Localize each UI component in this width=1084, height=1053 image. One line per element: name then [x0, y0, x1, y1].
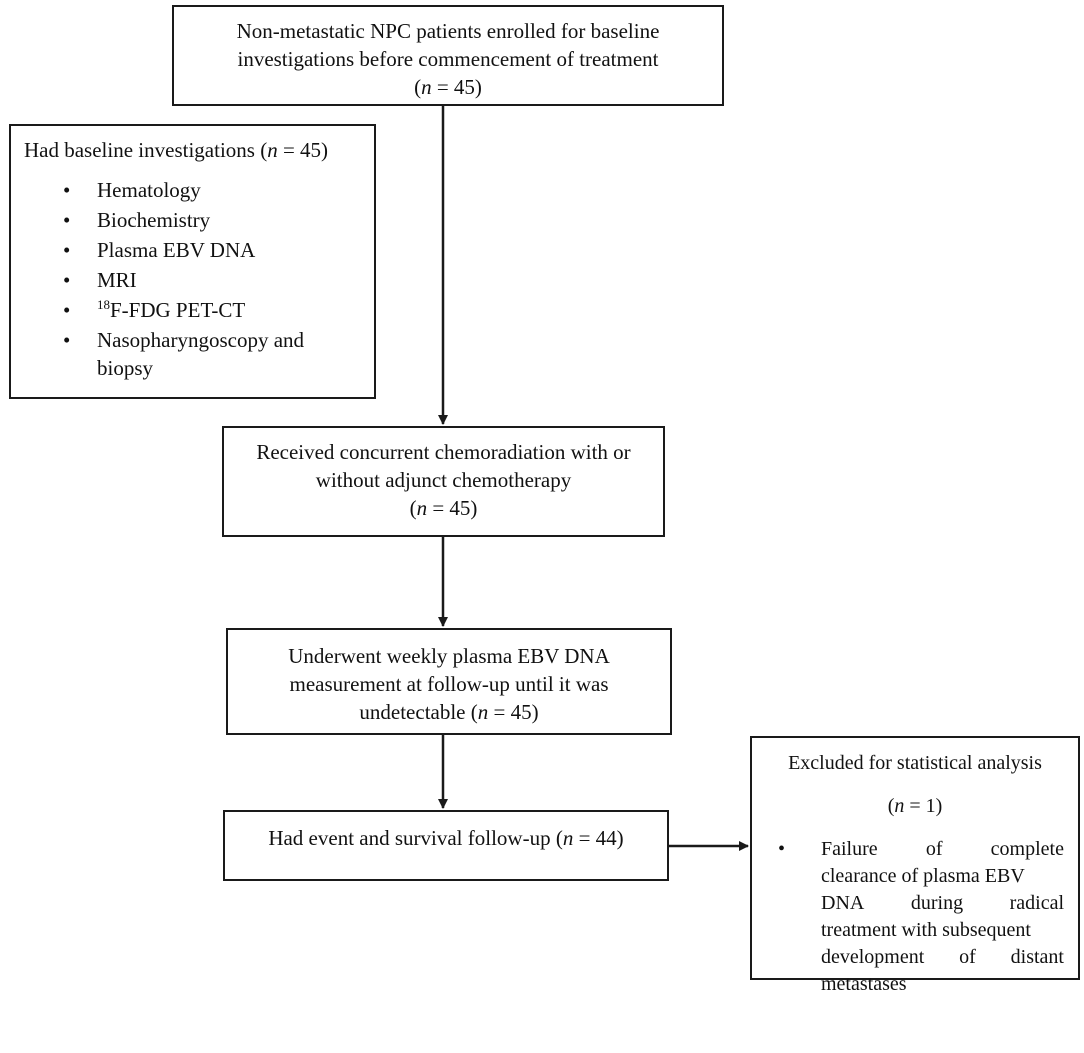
weekly-line-2: measurement at follow-up until it was [289, 672, 609, 696]
excluded-box: Excluded for statistical analysis (n = 1… [750, 736, 1080, 995]
chemo-line-1: Received concurrent chemoradiation with … [256, 440, 631, 464]
enrollment-line-1: Non-metastatic NPC patients enrolled for… [236, 19, 660, 43]
bullet-icon: • [63, 238, 71, 262]
bullet-icon: • [63, 178, 71, 202]
follow-up-text: Had event and survival follow-up (n = 44… [268, 826, 624, 850]
reason-line: metastases [821, 973, 907, 995]
chemo-count: (n = 45) [409, 496, 478, 520]
baseline-title: Had baseline investigations (n = 45) [24, 138, 329, 162]
enrollment-box: Non-metastatic NPC patients enrolled for… [172, 5, 724, 106]
baseline-list: •Hematology •Biochemistry •Plasma EBV DN… [24, 176, 374, 382]
chemoradiation-box: Received concurrent chemoradiation with … [222, 426, 665, 537]
bullet-icon: • [63, 268, 71, 292]
excluded-count: (n = 1) [887, 795, 943, 817]
list-item: •18F-FDG PET-CT [63, 297, 246, 322]
list-item: •Plasma EBV DNA [63, 238, 256, 262]
bullet-icon: • [63, 208, 71, 232]
weekly-line-1: Underwent weekly plasma EBV DNA [288, 644, 610, 668]
enrollment-count: (n = 45) [414, 75, 482, 99]
list-item: •Hematology [63, 178, 201, 202]
bullet-icon: • [63, 328, 71, 352]
bullet-icon: • [63, 298, 71, 322]
enrollment-line-2: investigations before commencement of tr… [237, 47, 659, 71]
reason-line: clearance of plasma EBV [821, 865, 1025, 887]
list-item: •Biochemistry [63, 208, 211, 232]
chemo-line-2: without adjunct chemotherapy [315, 468, 572, 492]
reason-line: treatment with subsequent [821, 919, 1031, 941]
follow-up-box: Had event and survival follow-up (n = 44… [223, 810, 669, 881]
excluded-title: Excluded for statistical analysis [788, 752, 1042, 774]
baseline-investigations-box: Had baseline investigations (n = 45) •He… [9, 124, 376, 399]
weekly-line-3: undetectable (n = 45) [359, 700, 539, 724]
weekly-measurement-box: Underwent weekly plasma EBV DNA measurem… [226, 628, 672, 735]
bullet-icon: • [778, 838, 786, 860]
list-item: •MRI [63, 268, 137, 292]
